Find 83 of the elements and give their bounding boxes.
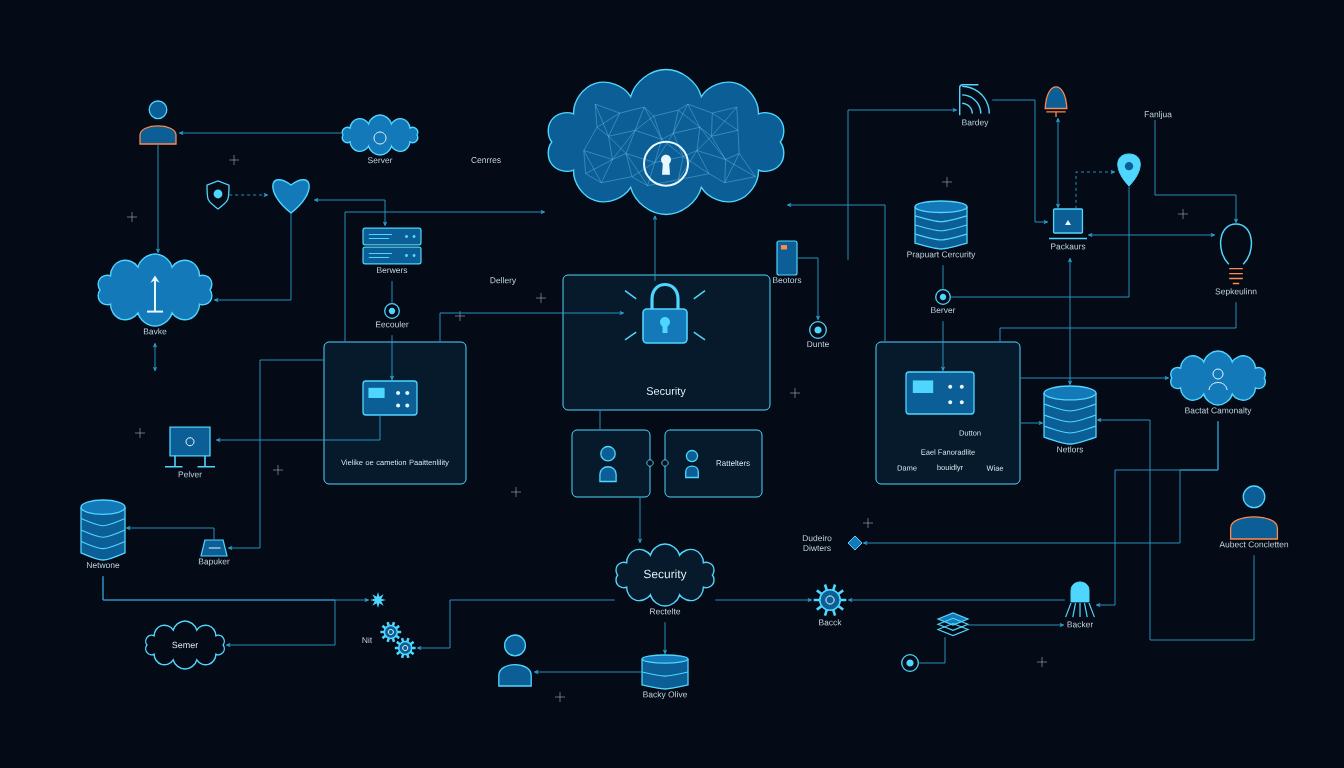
arrow (862, 420, 1219, 545)
icon-label: Beotors (773, 277, 802, 284)
arrow (227, 359, 324, 550)
icon-label: Berver (931, 307, 956, 314)
sparkle-icon (370, 592, 386, 608)
arrow (638, 497, 642, 544)
icon-label: Rectelte (650, 608, 681, 615)
arrow (1075, 170, 1116, 210)
connector-line (950, 185, 1130, 298)
arrow (714, 598, 813, 602)
arrow (991, 99, 1049, 224)
person-icon (599, 445, 617, 483)
icon-label: Dunte (807, 341, 829, 348)
arrow (439, 311, 625, 342)
arrow (178, 131, 343, 135)
text-label: Cenrres (471, 157, 501, 163)
shield-icon (206, 180, 230, 210)
arrow (213, 212, 292, 302)
icon-label: Dudeiro Diwters (802, 534, 832, 552)
arrow (215, 414, 381, 442)
text-label: Fanljua (1144, 111, 1172, 119)
connector-line (999, 301, 1237, 342)
icon-label: Bapuker (198, 558, 230, 567)
arrow (1068, 257, 1072, 386)
arrow (102, 575, 336, 647)
icon-label: Bactat Camonalty (1185, 407, 1252, 416)
arrow (663, 621, 667, 655)
panel-box: Security (562, 274, 771, 411)
icon-label: Sepkeulinn (1215, 288, 1257, 297)
arrow (228, 193, 269, 197)
connector-line (391, 280, 393, 304)
panel-box (571, 429, 651, 498)
arrow (847, 108, 958, 261)
icon-label: Prapuart Cercurity (907, 251, 976, 260)
arrow (313, 198, 387, 227)
icon-label: Aubect Concletten (1219, 541, 1289, 548)
icon-label: Backer (1067, 621, 1094, 628)
arrow (1056, 117, 1060, 209)
arrow (796, 257, 820, 321)
text-label: Dellery (490, 277, 517, 285)
arrow (967, 623, 1065, 627)
person-icon (685, 449, 699, 479)
icon-label: Backy Olive (643, 691, 687, 700)
arrow (786, 203, 886, 342)
icon-label: Bardey (962, 119, 989, 128)
arrow (416, 599, 616, 650)
location-pin-icon (1117, 153, 1141, 187)
connector-line (942, 264, 944, 290)
person-icon (139, 100, 177, 145)
heart-icon (272, 179, 310, 214)
arrow (533, 670, 643, 674)
connector-line (599, 410, 601, 430)
arrow (1020, 421, 1044, 425)
icon-label: Bavke (143, 328, 167, 335)
icon-label: Netwone (87, 562, 120, 569)
arrow (390, 334, 394, 381)
arrow (156, 143, 160, 254)
icon-label: Packaurs (1051, 243, 1086, 250)
arrow (1154, 119, 1238, 224)
connector-line (918, 636, 946, 664)
padlock-icon (624, 282, 706, 344)
icon-label: Pelver (178, 471, 202, 478)
arrow (941, 320, 945, 372)
icon-label: Eecouler (376, 321, 409, 328)
arrow (153, 342, 157, 372)
icon-label: Nit (362, 636, 373, 644)
bell-icon (1044, 86, 1068, 118)
cloud-icon (547, 68, 785, 216)
arrow (125, 526, 215, 541)
arrow (344, 210, 546, 342)
device-icon (905, 371, 975, 415)
device-icon (362, 380, 418, 416)
icon-label: Netlors (1057, 446, 1084, 453)
arrow (653, 215, 657, 282)
arrow (1020, 376, 1170, 380)
arrow (1096, 418, 1255, 641)
ring-icon (901, 654, 919, 672)
icon-label: Server (367, 157, 393, 164)
icon-label: Bacck (819, 619, 842, 626)
icon-label: Berwers (377, 267, 408, 274)
arrow (1087, 233, 1216, 237)
arrow (847, 598, 1066, 602)
person-icon (498, 634, 532, 687)
